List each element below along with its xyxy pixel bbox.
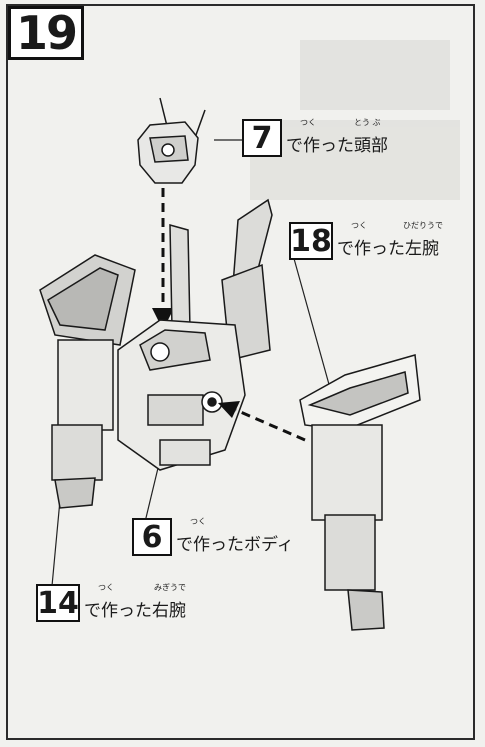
arrow-head-to-body (152, 188, 174, 330)
head-part (137, 97, 206, 184)
callout-text-left-arm: で作った左腕 (337, 238, 439, 259)
ruby-migiude: みぎうで (154, 582, 186, 592)
right-arm-part (39, 254, 136, 509)
ruby-hidariude: ひだりうで (403, 220, 443, 230)
callout-label-right-arm: つく みぎうで で作った右腕 (84, 583, 186, 621)
leader-left-arm (292, 254, 331, 389)
body-part (117, 198, 273, 471)
callout-number-head: 7 (242, 119, 282, 157)
page-frame (6, 4, 475, 740)
callout-number-body: 6 (132, 518, 172, 556)
leader-right-arm (51, 499, 61, 587)
callout-label-body: つく で作ったボディ (176, 517, 294, 555)
ruby-tsuku: つく (98, 582, 114, 592)
callout-text-head: で作った頭部 (286, 135, 388, 156)
callout-right-arm: 14 つく みぎうで で作った右腕 (36, 583, 186, 622)
callout-label-left-arm: つく ひだりうで で作った左腕 (337, 221, 443, 259)
ruby-tsuku: つく (300, 117, 316, 127)
ruby-tsuku: つく (351, 220, 367, 230)
callout-left-arm: 18 つく ひだりうで で作った左腕 (289, 221, 443, 260)
callout-head: 7 つく とう ぶ で作った頭部 (242, 118, 388, 157)
arrow-arm-to-body (218, 401, 306, 442)
background-watermark (250, 40, 460, 200)
ruby-tsuku: つく (190, 516, 206, 526)
leader-body (144, 467, 159, 523)
left-arm-part (299, 354, 421, 631)
callout-body: 6 つく で作ったボディ (132, 517, 294, 556)
leader-lines (51, 139, 331, 587)
callout-text-body: で作ったボディ (176, 534, 294, 555)
ruby-toubu: とう ぶ (354, 117, 381, 127)
callout-label-head: つく とう ぶ で作った頭部 (286, 118, 388, 156)
callout-number-right-arm: 14 (36, 584, 80, 622)
callout-number-left-arm: 18 (289, 222, 333, 260)
step-number-box: 19 (8, 6, 84, 60)
callout-text-right-arm: で作った右腕 (84, 600, 186, 621)
